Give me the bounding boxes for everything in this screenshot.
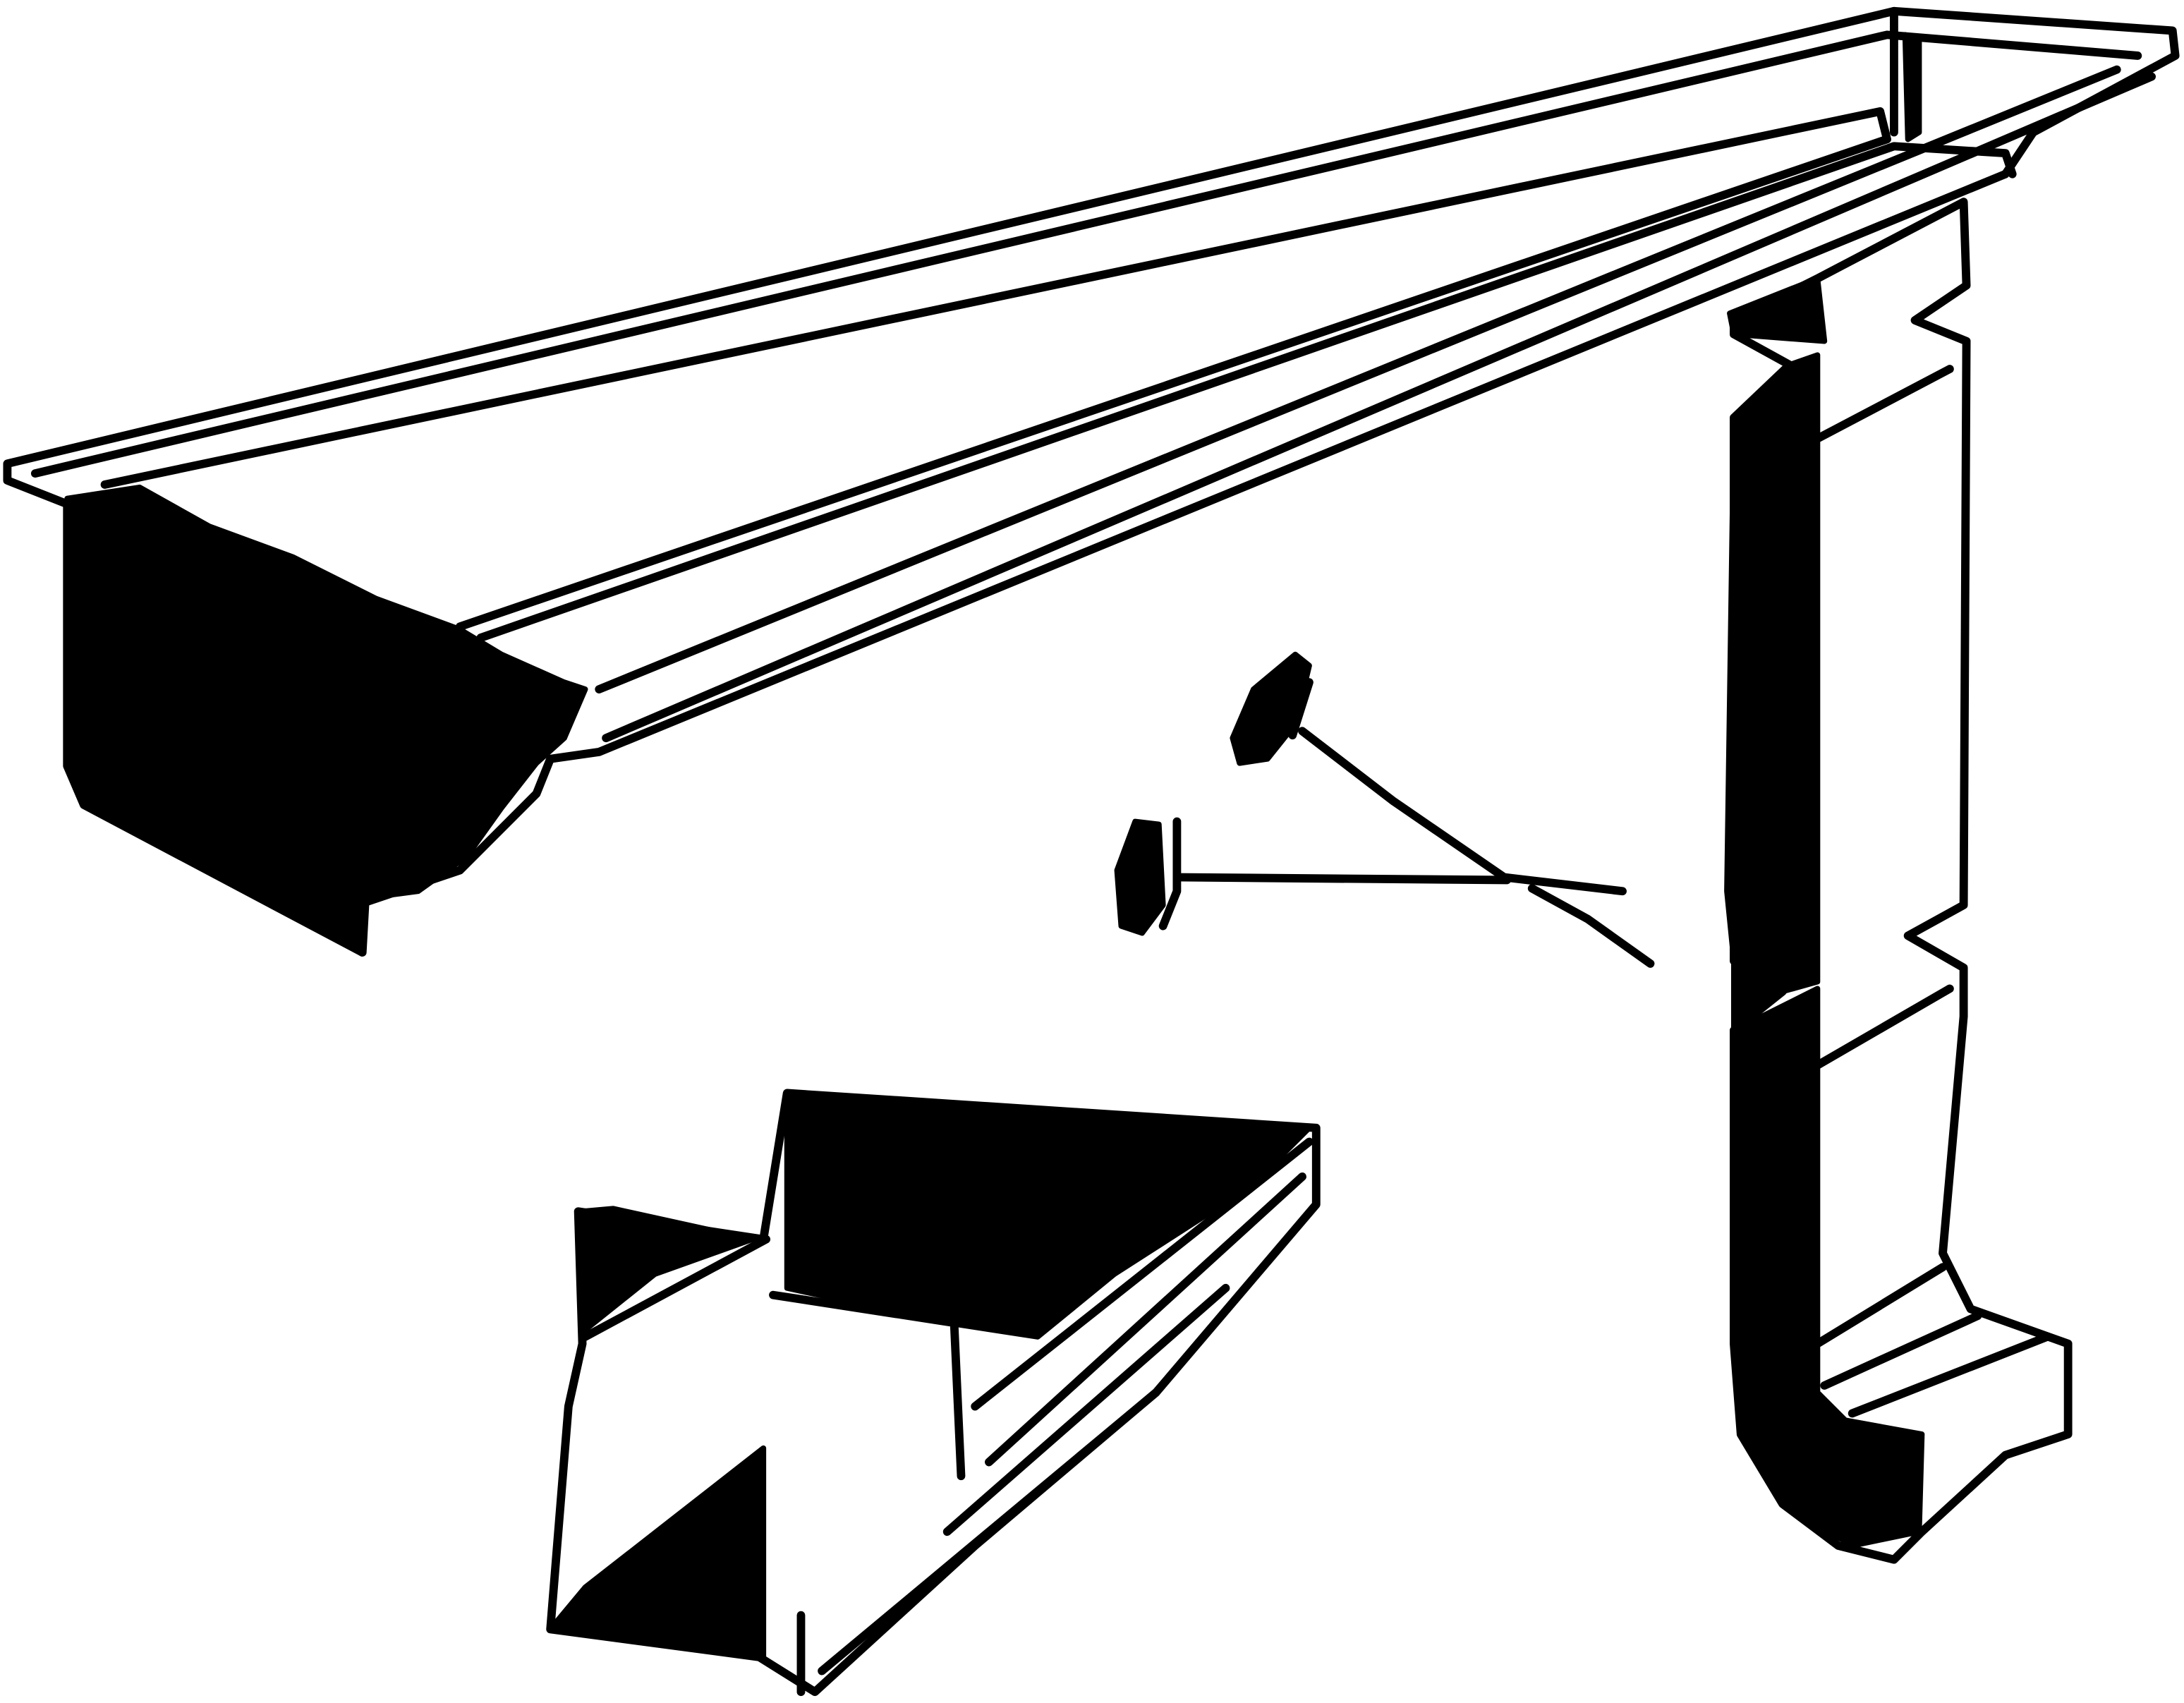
downspout <box>1724 198 2073 1564</box>
gutter-hanger <box>1114 651 1655 968</box>
eave-gutter <box>3 6 2180 957</box>
gutter-corner-piece <box>546 1089 1321 1697</box>
